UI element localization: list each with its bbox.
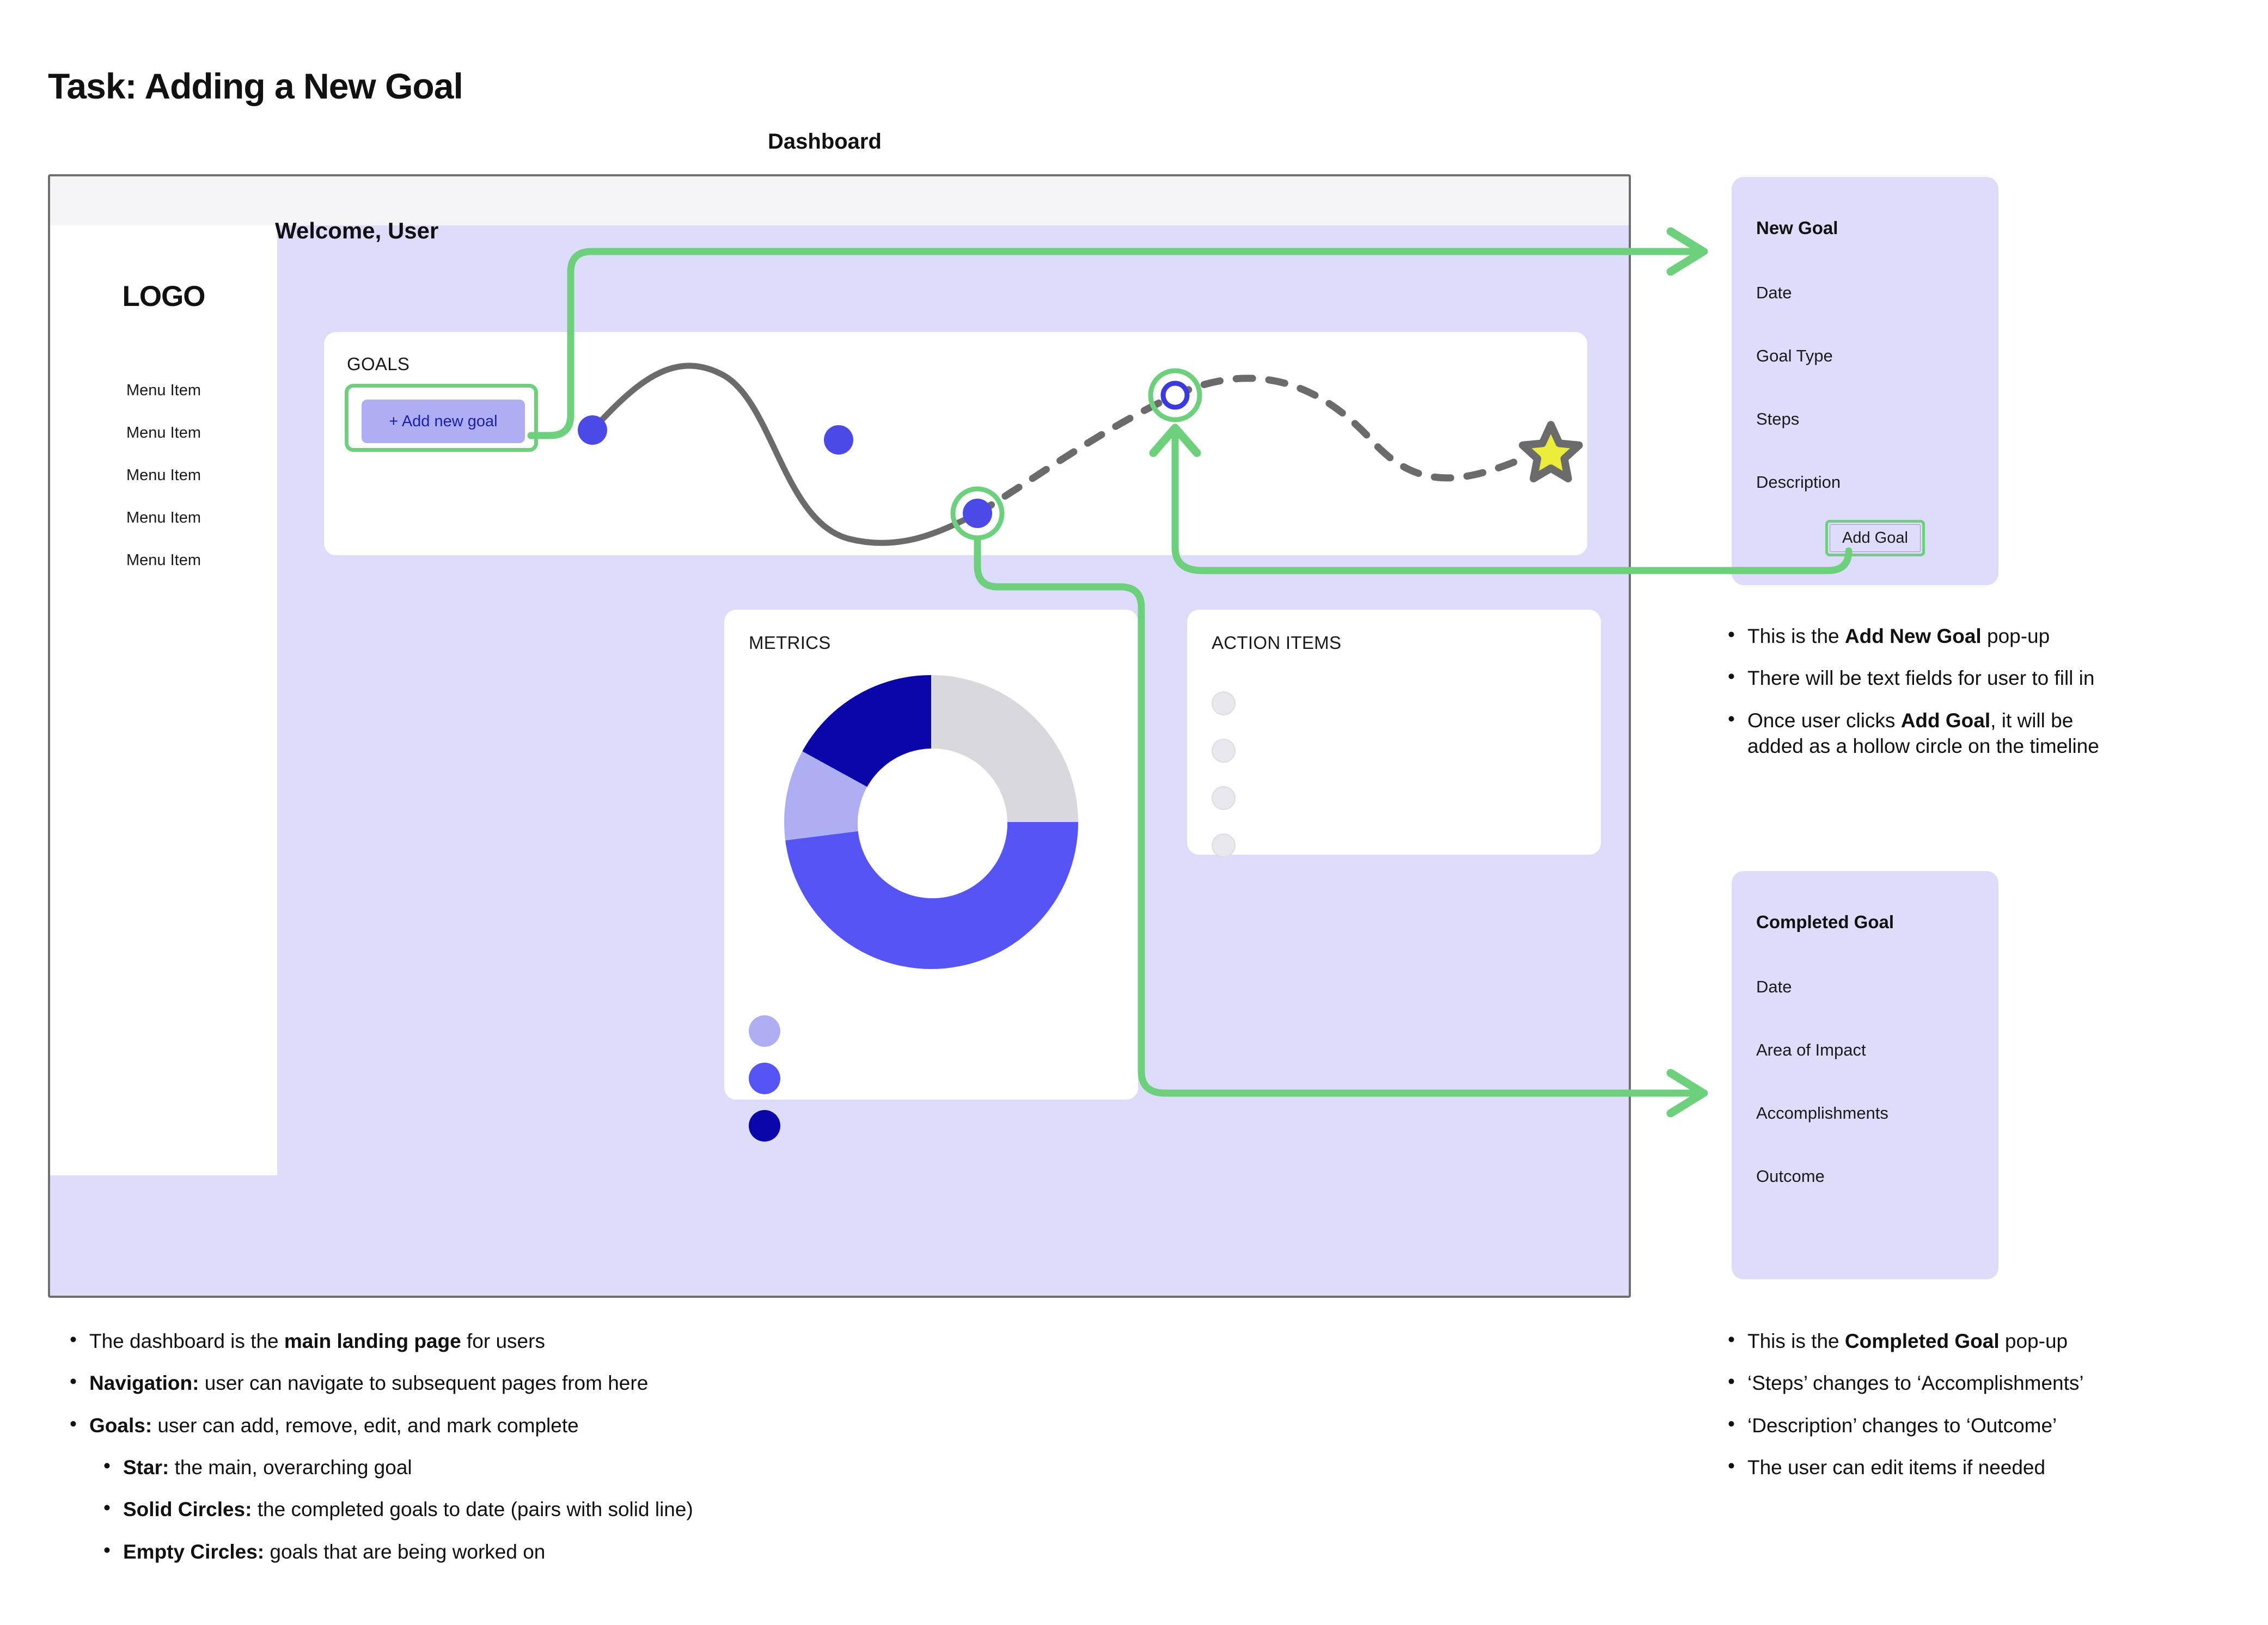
metrics-donut-chart xyxy=(784,675,1078,969)
completed-goal-notes: This is the Completed Goal pop-up ‘Steps’… xyxy=(1723,1327,2246,1497)
legend-swatch-3 xyxy=(749,1110,780,1142)
note-item: Star: the main, overarching goal xyxy=(99,1453,1046,1480)
new-goal-field-date[interactable]: Date xyxy=(1756,283,1792,302)
dashboard-notes: The dashboard is the main landing page f… xyxy=(65,1327,1046,1581)
action-items-card: ACTION ITEMS xyxy=(1187,610,1601,857)
welcome-heading: Welcome, User xyxy=(275,218,439,243)
note-item: Once user clicks Add Goal, it will beadd… xyxy=(1723,706,2246,759)
metrics-card-title: METRICS xyxy=(749,633,831,653)
note-item: Solid Circles: the completed goals to da… xyxy=(99,1495,1046,1522)
metrics-card: METRICS xyxy=(724,610,1138,1142)
window-titlebar xyxy=(50,176,1629,225)
new-goal-field-goal-type[interactable]: Goal Type xyxy=(1756,346,1833,365)
new-goal-notes: This is the Add New Goal pop-upThere wil… xyxy=(1723,622,2246,775)
sidebar: LOGO Menu Item Menu Item Menu Item Menu … xyxy=(50,225,277,1175)
note-item: ‘Description’ changes to ‘Outcome’ xyxy=(1723,1411,2246,1438)
add-goal-highlight: Add Goal xyxy=(1825,520,1925,556)
note-item: The user can edit items if needed xyxy=(1723,1453,2246,1480)
sidebar-item-4[interactable]: Menu Item xyxy=(126,509,201,526)
completed-goal-fields: Date Area of Impact Accomplishments Outc… xyxy=(1756,977,1888,1230)
note-item: There will be text fields for user to fi… xyxy=(1723,664,2246,691)
completed-goal-field-accomplishments[interactable]: Accomplishments xyxy=(1756,1103,1888,1123)
completed-goal-field-date[interactable]: Date xyxy=(1756,977,1792,996)
donut-hole xyxy=(858,749,1007,898)
note-item: This is the Completed Goal pop-up xyxy=(1723,1327,2246,1354)
note-sub-list: Star: the main, overarching goalSolid Ci… xyxy=(99,1453,1046,1565)
new-goal-field-description[interactable]: Description xyxy=(1756,473,1841,492)
new-goal-popup: New Goal Date Goal Type Steps Descriptio… xyxy=(1732,177,1998,585)
sidebar-item-3[interactable]: Menu Item xyxy=(126,467,201,484)
completed-goal-popup-title: Completed Goal xyxy=(1756,912,1894,932)
sidebar-item-5[interactable]: Menu Item xyxy=(126,551,201,569)
new-goal-fields: Date Goal Type Steps Description xyxy=(1756,283,1841,536)
action-item-checkbox-1[interactable] xyxy=(1212,691,1236,715)
action-items-card-title: ACTION ITEMS xyxy=(1212,633,1342,653)
new-goal-popup-title: New Goal xyxy=(1756,218,1838,238)
new-goal-field-steps[interactable]: Steps xyxy=(1756,409,1800,428)
completed-goal-popup: Completed Goal Date Area of Impact Accom… xyxy=(1732,871,1998,1279)
note-item: Goals: user can add, remove, edit, and m… xyxy=(65,1411,1046,1438)
add-new-goal-button[interactable]: + Add new goal xyxy=(362,400,525,443)
note-item: This is the Add New Goal pop-up xyxy=(1723,622,2246,649)
note-item: ‘Steps’ changes to ‘Accomplishments’ xyxy=(1723,1369,2246,1396)
action-item-checkbox-2[interactable] xyxy=(1212,739,1236,763)
action-item-checkbox-4[interactable] xyxy=(1212,833,1236,857)
note-item: Navigation: user can navigate to subsequ… xyxy=(65,1369,1046,1396)
page-title: Task: Adding a New Goal xyxy=(48,66,463,106)
note-item: Empty Circles: goals that are being work… xyxy=(99,1537,1046,1565)
add-goal-button[interactable]: Add Goal xyxy=(1830,524,1921,552)
goals-card-title: GOALS xyxy=(347,354,410,374)
add-new-goal-highlight: + Add new goal xyxy=(345,384,538,452)
sidebar-item-1[interactable]: Menu Item xyxy=(126,382,201,399)
action-item-checkbox-3[interactable] xyxy=(1212,786,1236,810)
note-item: The dashboard is the main landing page f… xyxy=(65,1327,1046,1354)
sidebar-menu: Menu Item Menu Item Menu Item Menu Item … xyxy=(50,370,277,582)
goals-card: GOALS + Add new goal xyxy=(324,332,1587,555)
legend-swatch-2 xyxy=(749,1063,780,1094)
sidebar-item-2[interactable]: Menu Item xyxy=(126,424,201,441)
logo: LOGO xyxy=(122,280,205,312)
completed-goal-field-area-of-impact[interactable]: Area of Impact xyxy=(1756,1040,1866,1059)
dashboard-caption: Dashboard xyxy=(768,130,882,154)
legend-swatch-1 xyxy=(749,1015,780,1047)
action-items-list xyxy=(1212,691,1236,881)
metrics-legend xyxy=(749,1015,780,1157)
completed-goal-field-outcome[interactable]: Outcome xyxy=(1756,1167,1825,1186)
